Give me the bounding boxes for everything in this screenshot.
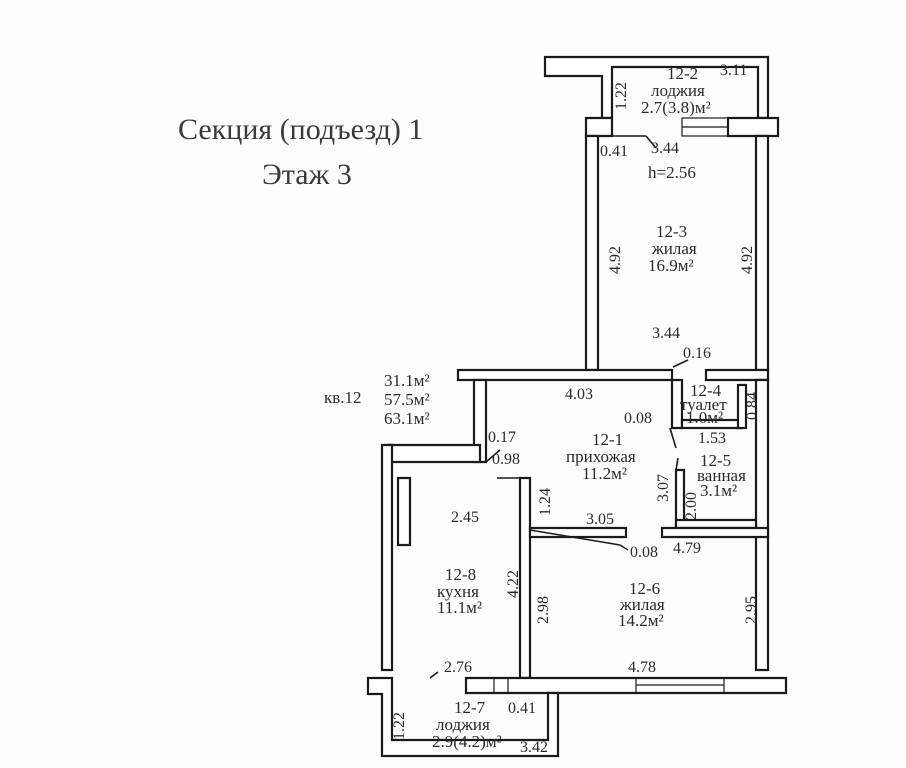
room-12-6-label: 12-6 жилая 14.2м² xyxy=(618,579,665,630)
room-12-3-left-wall xyxy=(584,134,600,372)
apartment-number: кв.12 xyxy=(324,388,362,407)
room-12-3-right-wall xyxy=(754,134,770,372)
room-area: 3.1м² xyxy=(700,481,737,500)
dim-label: 2.45 xyxy=(451,509,479,526)
dim-label: 3.07 xyxy=(655,474,672,502)
room-12-3-label: h=2.56 12-3 жилая 16.9м² xyxy=(648,163,697,275)
dim-label: 3.44 xyxy=(651,140,679,157)
room-id: 12-7 xyxy=(454,698,486,717)
room-name: кухня xyxy=(437,582,479,601)
room-height: h=2.56 xyxy=(648,163,696,182)
dim-label: 1.22 xyxy=(391,712,408,740)
room-name: туалет xyxy=(680,395,727,414)
room-id: 12-1 xyxy=(592,430,623,449)
dim-label: 3.05 xyxy=(586,511,614,528)
section-title: Секция (подъезд) 1 xyxy=(178,113,423,146)
dim-label: 0.16 xyxy=(683,345,711,362)
dim-label: 0.98 xyxy=(492,451,520,468)
dim-label: 0.08 xyxy=(630,544,658,561)
dim-label: 0.08 xyxy=(624,410,652,427)
room-12-8-label: 12-8 кухня 11.1м² xyxy=(437,565,482,617)
dim-label: 1.53 xyxy=(698,430,726,447)
room-12-1-label: 12-1 прихожая 11.2м² xyxy=(566,430,636,483)
dim-label: 2.95 xyxy=(743,596,760,624)
room-12-6-top-wall-right xyxy=(660,526,770,539)
dim-label: 4.92 xyxy=(607,246,624,274)
loggia-top-left-post xyxy=(584,116,614,138)
dim-label: 4.92 xyxy=(739,246,756,274)
room-12-7-label: 12-7 лоджия 2.9(4.2)м² xyxy=(432,698,502,751)
room-name: прихожая xyxy=(566,447,636,466)
loggia-bottom-wall xyxy=(366,676,560,758)
dim-label: 4.22 xyxy=(505,570,522,598)
room-name: жилая xyxy=(619,595,665,614)
room-name: жилая xyxy=(651,239,697,258)
room-id: 12-2 xyxy=(667,64,698,83)
room-12-5-label: 12-5 ванная 3.1м² xyxy=(697,451,746,500)
room-area: 2.9(4.2)м² xyxy=(432,732,502,751)
room-area: 2.7(3.8)м² xyxy=(641,98,711,117)
window-bottom-left xyxy=(493,677,509,694)
dim-label: 4.03 xyxy=(565,386,593,403)
dim-label: 3.11 xyxy=(720,62,747,79)
dim-label: 2.00 xyxy=(683,492,700,520)
loggia-top-wall xyxy=(543,55,770,120)
kitchen-left-wall xyxy=(380,443,394,672)
apartment-area-living: 31.1м² xyxy=(384,371,430,390)
middle-wall-right xyxy=(704,368,770,382)
dim-label: 0.41 xyxy=(508,700,536,717)
dim-label: 4.78 xyxy=(628,659,656,676)
apartment-area-total-loggia: 63.1м² xyxy=(384,409,430,428)
leader-lines xyxy=(429,135,689,679)
middle-wall-left xyxy=(456,368,674,382)
room-area: 11.2м² xyxy=(582,464,627,483)
room-id: 12-4 xyxy=(690,381,722,400)
room-name: ванная xyxy=(697,466,746,485)
room-id: 12-3 xyxy=(656,222,687,241)
dim-label: 2.76 xyxy=(444,659,472,676)
room-id: 12-5 xyxy=(700,451,731,470)
kitchen-inner-left xyxy=(396,476,412,547)
dim-label: 3.42 xyxy=(520,739,548,756)
dim-label: 1.22 xyxy=(613,82,630,110)
dim-label: 0.41 xyxy=(600,143,628,160)
toilet-right-wall xyxy=(736,383,748,430)
room-area: 11.1м² xyxy=(437,598,482,617)
room-id: 12-6 xyxy=(629,579,660,598)
walls xyxy=(366,55,788,758)
dim-label: 4.79 xyxy=(673,540,701,557)
dim-label: 0.17 xyxy=(488,429,516,446)
apartment-area-total: 57.5м² xyxy=(384,390,430,409)
room-12-4-label: 12-4 туалет 1.0м² xyxy=(680,381,727,427)
floor-title: Этаж 3 xyxy=(262,158,352,191)
dim-label: 1.24 xyxy=(537,488,554,516)
room-area: 16.9м² xyxy=(648,256,694,275)
room-area: 14.2м² xyxy=(618,611,664,630)
bath-bottom-wall xyxy=(674,518,758,530)
dim-label: 2.98 xyxy=(535,596,552,624)
room-name: лоджия xyxy=(436,715,490,734)
dim-label: 3.44 xyxy=(652,325,680,342)
dimension-labels: 1.22 3.11 0.41 3.44 4.92 4.92 3.44 0.16 … xyxy=(391,62,761,756)
room-area: 1.0м² xyxy=(686,408,723,427)
right-exterior-wall xyxy=(754,378,770,672)
dim-label: 0.84 xyxy=(744,392,761,420)
loggia-top-right-post xyxy=(726,116,780,138)
room-id: 12-8 xyxy=(445,565,476,584)
kitchen-top-wall xyxy=(384,443,482,464)
bottom-exterior-wall xyxy=(464,676,788,695)
room-name: лоджия xyxy=(651,81,705,100)
room-12-2-label: 12-2 лоджия 2.7(3.8)м² xyxy=(641,64,711,117)
